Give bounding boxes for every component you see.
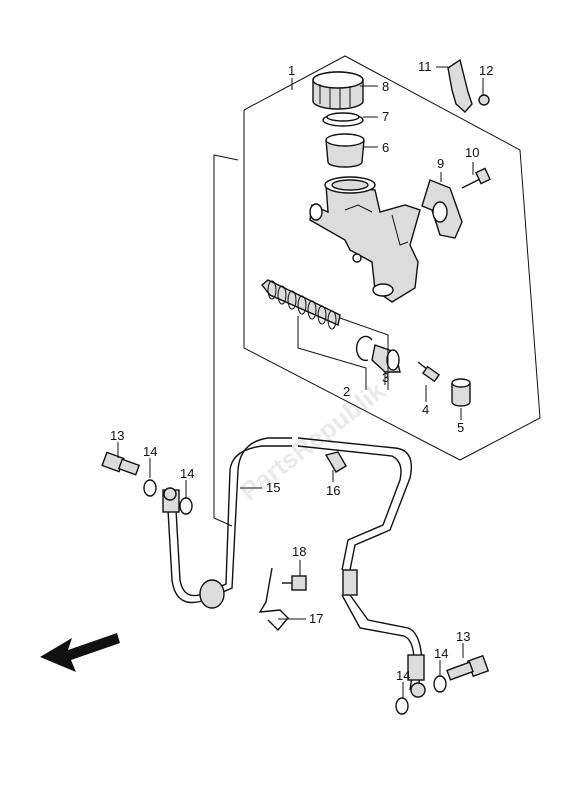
union-bolt-right	[446, 654, 490, 681]
label-6: 6	[382, 140, 389, 155]
rubber-cap	[451, 378, 471, 407]
label-7: 7	[382, 109, 389, 124]
master-cylinder-body	[309, 176, 421, 303]
label-14-c: 14	[434, 646, 448, 661]
label-17: 17	[309, 611, 323, 626]
leader-lines	[117, 66, 484, 698]
push-rod	[417, 361, 441, 383]
label-10: 10	[465, 145, 479, 160]
screw-12	[478, 94, 490, 106]
diaphragm-plate	[322, 112, 364, 127]
washers	[143, 479, 447, 715]
label-16: 16	[326, 483, 340, 498]
diaphragm	[325, 133, 365, 168]
label-9: 9	[437, 156, 444, 171]
label-8: 8	[382, 79, 389, 94]
dashed-guides	[213, 154, 239, 527]
bolt-10	[461, 167, 491, 189]
label-5: 5	[457, 420, 464, 435]
hose-clip-17	[258, 567, 289, 632]
piston-assembly	[261, 279, 341, 330]
label-14-d: 14	[396, 668, 410, 683]
label-13-top: 13	[110, 428, 124, 443]
label-11: 11	[418, 59, 432, 74]
bolt-18	[282, 575, 307, 591]
hose-clamp-16	[324, 451, 347, 473]
label-3: 3	[382, 370, 389, 385]
assembly-outline	[243, 55, 541, 461]
label-15: 15	[266, 480, 280, 495]
circlip	[355, 335, 373, 362]
label-1: 1	[288, 63, 295, 78]
label-13-bottom: 13	[456, 629, 470, 644]
reservoir-cap	[312, 71, 364, 110]
holder-clamp	[421, 179, 463, 239]
front-direction-arrow-icon	[40, 633, 120, 672]
bracket-11	[447, 58, 473, 113]
label-2: 2	[343, 384, 350, 399]
label-4: 4	[422, 402, 429, 417]
boot-3	[371, 344, 401, 373]
callout-labels: 1 8 7 6 9 10 11 12 2 3 4 5 13 14 14 15 1…	[110, 59, 493, 683]
clutch-hose	[162, 437, 426, 698]
union-bolt-left	[101, 451, 141, 476]
label-14-b: 14	[180, 466, 194, 481]
label-12: 12	[479, 63, 493, 78]
label-14-a: 14	[143, 444, 157, 459]
label-18: 18	[292, 544, 306, 559]
